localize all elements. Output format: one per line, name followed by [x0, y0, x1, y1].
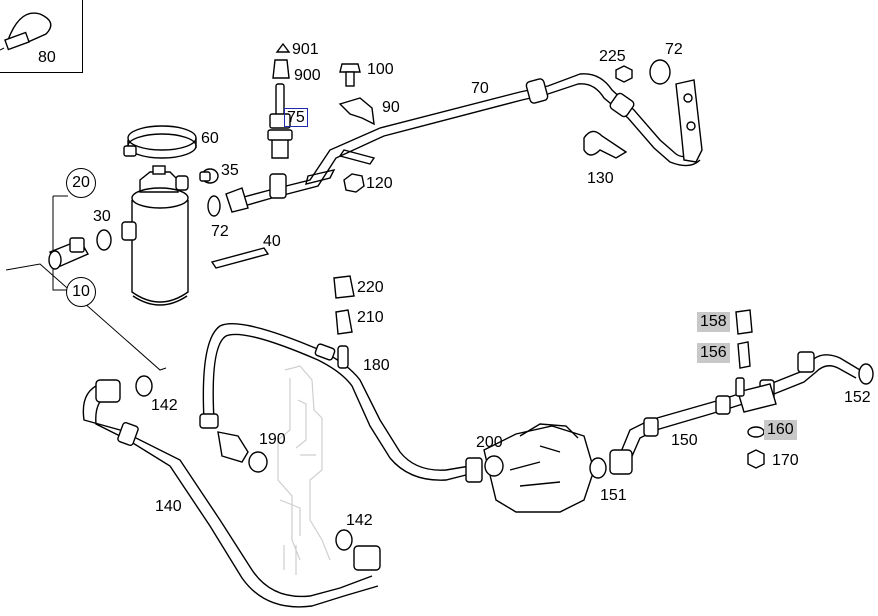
callout-142-lower[interactable]: 142 — [346, 512, 373, 529]
pressure-switch-75-stack — [267, 42, 293, 159]
clamp-ring-60 — [123, 125, 197, 159]
callout-210[interactable]: 210 — [357, 309, 384, 326]
callout-142-upper[interactable]: 142 — [151, 397, 178, 414]
o-ring-72-lower — [207, 195, 221, 217]
o-ring-72-upper — [649, 59, 671, 85]
nut-170 — [747, 449, 765, 469]
compressor — [483, 423, 595, 513]
plug-35 — [199, 168, 219, 184]
refrigerant-line-70 — [225, 73, 701, 213]
callout-72-upper[interactable]: 72 — [665, 41, 683, 58]
callout-120[interactable]: 120 — [366, 175, 393, 192]
switch-fitting-30 — [48, 229, 112, 270]
callout-20-circled[interactable]: 20 — [66, 168, 96, 198]
callout-30[interactable]: 30 — [93, 208, 111, 225]
callout-160[interactable]: 160 — [764, 420, 797, 440]
callout-75-selected[interactable]: 75 — [284, 108, 308, 127]
callout-72-lower[interactable]: 72 — [211, 223, 229, 240]
callout-140[interactable]: 140 — [155, 498, 182, 515]
callout-901[interactable]: 901 — [292, 41, 319, 58]
callout-900[interactable]: 900 — [294, 67, 321, 84]
callout-152[interactable]: 152 — [844, 389, 871, 406]
refrigerant-line-140 — [82, 375, 381, 608]
callout-10-circled[interactable]: 10 — [66, 277, 96, 307]
callout-225[interactable]: 225 — [599, 48, 626, 65]
callout-80[interactable]: 80 — [38, 49, 56, 66]
grommet-210 — [335, 309, 353, 335]
valve-156 — [737, 341, 751, 369]
callout-180[interactable]: 180 — [363, 357, 390, 374]
refrigerant-line-150 — [589, 351, 874, 479]
tape-strip-40 — [210, 247, 270, 269]
callout-40[interactable]: 40 — [263, 233, 281, 250]
callout-158[interactable]: 158 — [697, 312, 730, 332]
callout-170[interactable]: 170 — [772, 452, 799, 469]
callout-70[interactable]: 70 — [471, 80, 489, 97]
bolt-100 — [339, 63, 361, 87]
callout-151[interactable]: 151 — [600, 487, 627, 504]
receiver-drier — [121, 165, 189, 306]
nut-225 — [615, 65, 633, 83]
callout-190[interactable]: 190 — [259, 431, 286, 448]
bracket-hole-1 — [683, 93, 693, 103]
callout-130[interactable]: 130 — [587, 170, 614, 187]
clip-90 — [338, 97, 375, 126]
bracket-hole-2 — [686, 121, 696, 131]
refrigerant-line-180 — [199, 323, 483, 483]
callout-156[interactable]: 156 — [697, 343, 730, 363]
cap-158 — [735, 309, 753, 335]
cable-tie-part-80 — [0, 12, 52, 51]
callout-100[interactable]: 100 — [367, 61, 394, 78]
callout-60[interactable]: 60 — [201, 130, 219, 147]
clip-130 — [583, 130, 628, 159]
engine-bracket-ghost — [277, 365, 331, 575]
callout-35[interactable]: 35 — [221, 162, 239, 179]
callout-220[interactable]: 220 — [357, 279, 384, 296]
callout-90[interactable]: 90 — [382, 99, 400, 116]
grommet-220 — [333, 275, 355, 299]
bracket-lines-20-10 — [5, 195, 167, 371]
washer-160 — [747, 426, 765, 438]
bracket-plate — [675, 79, 703, 163]
nut-120 — [343, 173, 365, 193]
callout-200[interactable]: 200 — [476, 434, 503, 451]
callout-150[interactable]: 150 — [671, 432, 698, 449]
